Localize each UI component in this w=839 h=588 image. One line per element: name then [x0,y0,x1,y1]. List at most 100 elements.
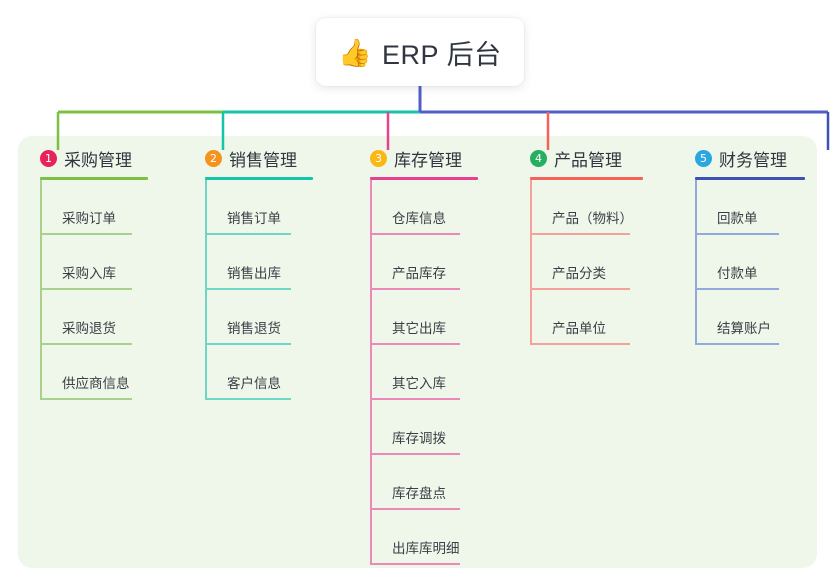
leaf-label: 付款单 [717,266,758,281]
leaf-label: 其它出库 [392,321,446,336]
leaf-label: 销售出库 [227,266,281,281]
column-2: 2 销售管理销售订单销售出库销售退货客户信息 [205,146,313,400]
leaf-label: 销售退货 [227,321,281,336]
leaf-label: 库存调拨 [392,431,446,446]
column-5: 5 财务管理回款单付款单结算账户 [695,146,805,345]
leaf-item[interactable]: 采购订单 [40,180,148,235]
leaf-item[interactable]: 结算账户 [695,290,805,345]
leaf-label: 产品库存 [392,266,446,281]
column-header-2[interactable]: 2 销售管理 [205,146,313,170]
leaf-item[interactable]: 采购入库 [40,235,148,290]
leaf-label: 产品单位 [552,321,606,336]
leaf-rule [205,398,291,400]
leaf-rule [205,343,291,345]
column-4: 4 产品管理产品（物料） 产品分类产品单位 [530,146,643,345]
column-header-5[interactable]: 5 财务管理 [695,146,805,170]
leaf-rule [205,288,291,290]
leaf-label: 回款单 [717,211,758,226]
leaf-item[interactable]: 产品分类 [530,235,643,290]
leaf-rule [40,288,132,290]
leaf-label: 供应商信息 [62,376,130,391]
thumbs-up-icon: 👍 [338,37,373,68]
leaf-item[interactable]: 产品（物料） [530,180,643,235]
leaf-label: 采购入库 [62,266,116,281]
leaf-spine [370,180,372,565]
leaf-rule [695,343,779,345]
leaf-item[interactable]: 供应商信息 [40,345,148,400]
leaf-rule [695,288,779,290]
leaf-item[interactable]: 回款单 [695,180,805,235]
leaf-list: 仓库信息产品库存其它出库其它入库库存调拨库存盘点出库库明细 [370,180,478,565]
leaf-item[interactable]: 付款单 [695,235,805,290]
leaf-item[interactable]: 库存盘点 [370,455,478,510]
leaf-rule [40,233,132,235]
leaf-list: 采购订单采购入库采购退货供应商信息 [40,180,148,400]
leaf-item[interactable]: 销售出库 [205,235,313,290]
leaf-rule [370,398,460,400]
root-title: ERP 后台 [382,39,502,70]
leaf-spine [205,180,207,400]
leaf-label: 采购订单 [62,211,116,226]
leaf-list: 销售订单销售出库销售退货客户信息 [205,180,313,400]
leaf-item[interactable]: 其它入库 [370,345,478,400]
leaf-item[interactable]: 库存调拨 [370,400,478,455]
leaf-spine [695,180,697,345]
leaf-item[interactable]: 产品单位 [530,290,643,345]
leaf-rule [40,343,132,345]
column-header-rule [205,177,313,180]
leaf-label: 客户信息 [227,376,281,391]
column-header-1[interactable]: 1 采购管理 [40,146,148,170]
leaf-label: 库存盘点 [392,486,446,501]
leaf-rule [370,288,460,290]
leaf-item[interactable]: 销售订单 [205,180,313,235]
columns-panel [18,136,817,568]
leaf-label: 结算账户 [717,321,771,336]
leaf-rule [205,233,291,235]
leaf-rule [40,398,132,400]
leaf-rule [530,233,630,235]
column-header-rule [370,177,478,180]
leaf-item[interactable]: 出库库明细 [370,510,478,565]
column-badge-icon: 4 [530,149,547,167]
leaf-spine [530,180,532,345]
leaf-item[interactable]: 产品库存 [370,235,478,290]
column-badge-icon: 2 [205,149,222,167]
column-header-4[interactable]: 4 产品管理 [530,146,643,170]
leaf-rule [370,453,460,455]
column-header-rule [695,177,805,180]
leaf-rule [695,233,779,235]
leaf-label: 采购退货 [62,321,116,336]
leaf-item[interactable]: 客户信息 [205,345,313,400]
column-title: 财务管理 [719,150,787,170]
column-header-rule [530,177,643,180]
column-badge-icon: 3 [370,149,387,167]
column-badge-icon: 5 [695,149,712,167]
leaf-label: 销售订单 [227,211,281,226]
root-node[interactable]: 👍 ERP 后台 [316,18,524,86]
leaf-list: 产品（物料） 产品分类产品单位 [530,180,643,345]
leaf-item[interactable]: 其它出库 [370,290,478,345]
leaf-rule [370,563,460,565]
column-title: 采购管理 [64,150,132,170]
leaf-label: 出库库明细 [392,541,460,556]
leaf-item[interactable]: 采购退货 [40,290,148,345]
leaf-item[interactable]: 销售退货 [205,290,313,345]
leaf-label: 其它入库 [392,376,446,391]
column-title: 产品管理 [554,150,622,170]
column-title: 销售管理 [229,150,297,170]
leaf-rule [530,288,630,290]
leaf-rule [530,343,630,345]
leaf-item[interactable]: 仓库信息 [370,180,478,235]
leaf-spine [40,180,42,400]
column-badge-icon: 1 [40,149,57,167]
column-header-rule [40,177,148,180]
leaf-list: 回款单付款单结算账户 [695,180,805,345]
leaf-rule [370,508,460,510]
leaf-label: 产品分类 [552,266,606,281]
leaf-rule [370,233,460,235]
leaf-rule [370,343,460,345]
leaf-label: 仓库信息 [392,211,446,226]
